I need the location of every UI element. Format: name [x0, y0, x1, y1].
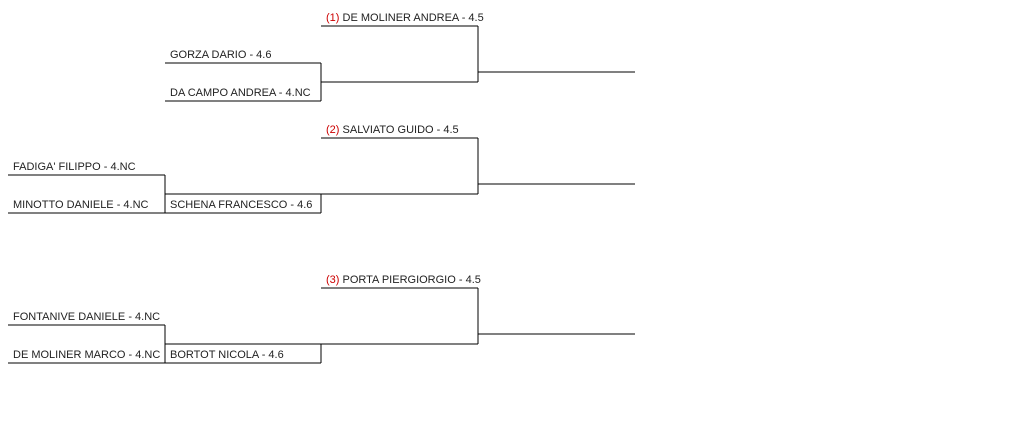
player-label: FADIGA' FILIPPO - 4.NC — [13, 161, 136, 173]
player-name: SCHENA FRANCESCO - 4.6 — [170, 199, 312, 211]
seed-number: (2) — [326, 124, 339, 136]
player-name: PORTA PIERGIORGIO - 4.5 — [343, 274, 481, 286]
seed-number: (1) — [326, 12, 339, 24]
seed-number: (3) — [326, 274, 339, 286]
player-label: SCHENA FRANCESCO - 4.6 — [170, 199, 312, 211]
player-label: DE MOLINER MARCO - 4.NC — [13, 349, 160, 361]
player-name: FONTANIVE DANIELE - 4.NC — [13, 311, 160, 323]
player-name: GORZA DARIO - 4.6 — [170, 49, 271, 61]
player-label: MINOTTO DANIELE - 4.NC — [13, 199, 149, 211]
player-name: MINOTTO DANIELE - 4.NC — [13, 199, 149, 211]
player-label: GORZA DARIO - 4.6 — [170, 49, 271, 61]
player-label: BORTOT NICOLA - 4.6 — [170, 349, 284, 361]
player-label: (3) PORTA PIERGIORGIO - 4.5 — [326, 274, 481, 286]
player-label: DA CAMPO ANDREA - 4.NC — [170, 87, 311, 99]
player-label: (2) SALVIATO GUIDO - 4.5 — [326, 124, 459, 136]
player-name: DE MOLINER MARCO - 4.NC — [13, 349, 160, 361]
player-name: DA CAMPO ANDREA - 4.NC — [170, 87, 311, 99]
player-name: SALVIATO GUIDO - 4.5 — [343, 124, 459, 136]
player-name: BORTOT NICOLA - 4.6 — [170, 349, 284, 361]
player-name: DE MOLINER ANDREA - 4.5 — [343, 12, 484, 24]
player-name: FADIGA' FILIPPO - 4.NC — [13, 161, 136, 173]
player-label: FONTANIVE DANIELE - 4.NC — [13, 311, 160, 323]
player-label: (1) DE MOLINER ANDREA - 4.5 — [326, 12, 484, 24]
